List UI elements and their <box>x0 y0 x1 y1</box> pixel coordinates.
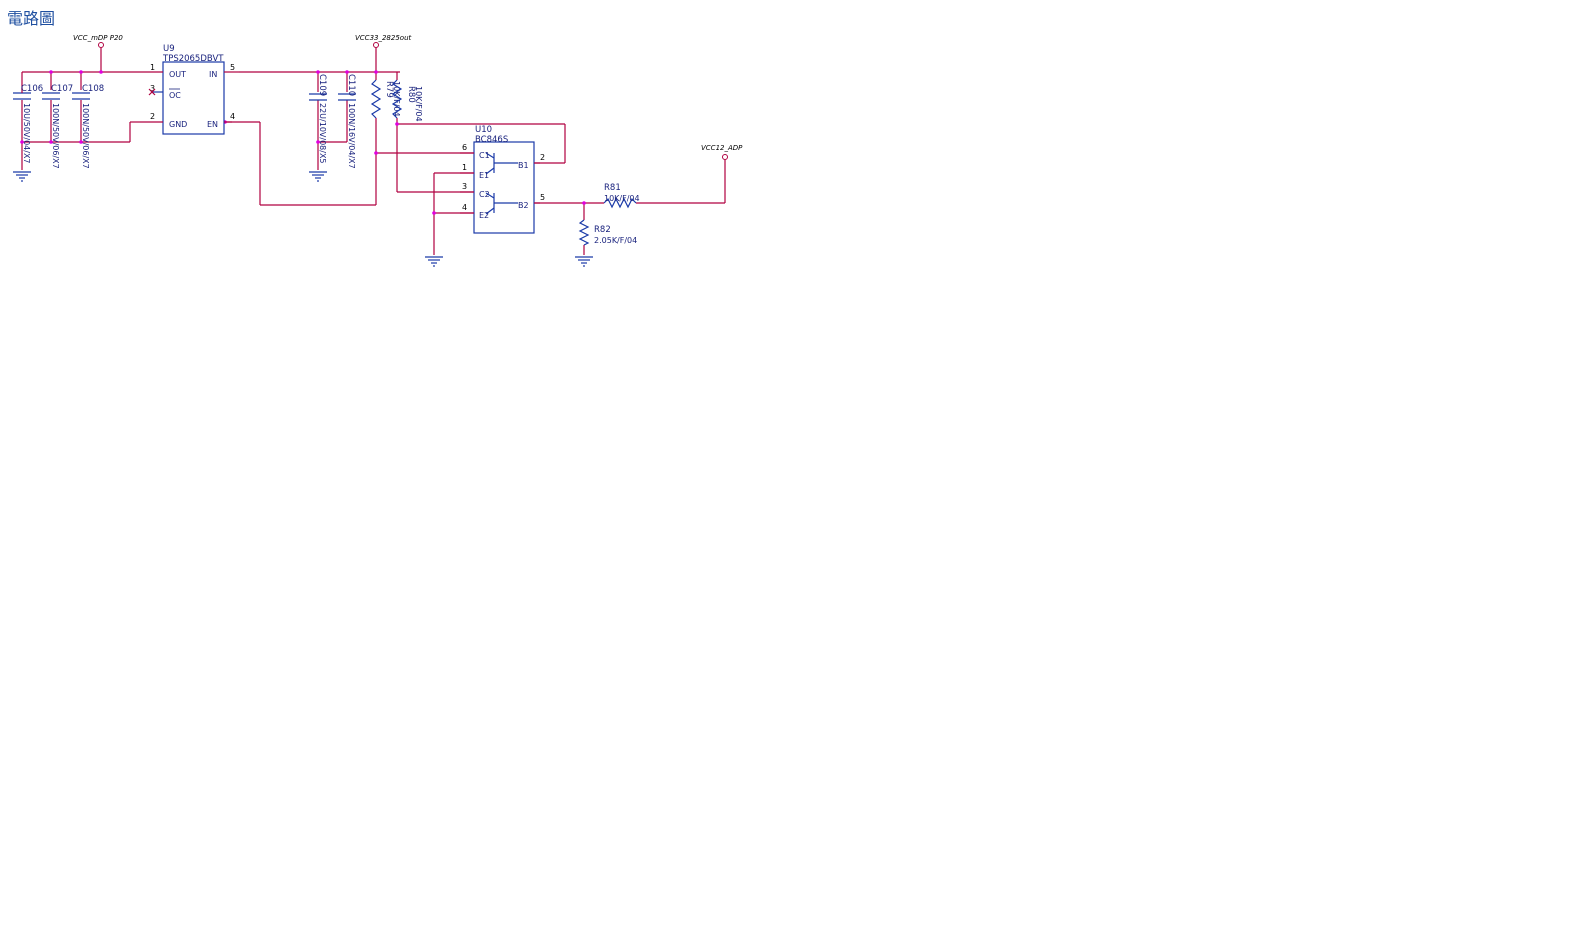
pin-number: 1 <box>150 63 155 72</box>
cap-value: 10U/50V/04/X7 <box>22 103 31 164</box>
ground-icon <box>425 256 443 267</box>
pin-label-e1: E1 <box>479 171 489 180</box>
resistor-ref: R81 <box>604 183 621 193</box>
cap-value: 100N/50V/06/X7 <box>51 103 60 169</box>
cap-value: 100N/50V/06/X7 <box>81 103 90 169</box>
u10-ref: U10 <box>475 125 492 135</box>
pin-number: 5 <box>230 63 235 72</box>
u10-transistor-pair: U10 BC846S C1 6 E1 1 C2 3 E2 4 B1 2 B2 5 <box>460 125 545 234</box>
pin-number: 2 <box>150 112 155 121</box>
pin-number: 3 <box>150 84 155 93</box>
net-label: VCC33_2825out <box>355 34 412 42</box>
resistor-value: 2.05K/F/04 <box>594 236 637 245</box>
capacitor-c107: C107 100N/50V/06/X7 <box>42 84 73 169</box>
net-port-vcc12: VCC12_ADP <box>701 144 743 160</box>
pin-label-oc: OC <box>169 91 181 100</box>
pin-label-c2: C2 <box>479 190 490 199</box>
resistor-value: 10K/F/04 <box>414 86 423 122</box>
resistor-ref: R82 <box>594 225 611 235</box>
pin-label-en: EN <box>207 120 218 129</box>
junction-dot <box>582 201 586 205</box>
no-connect-icon <box>148 88 156 96</box>
capacitor-c109: C109 22U/10V/08/X5 <box>309 74 327 164</box>
pin-number: 2 <box>540 153 545 162</box>
resistor-r82: R82 2.05K/F/04 <box>578 219 637 246</box>
cap-value: 22U/10V/08/X5 <box>318 103 327 164</box>
pin-label-c1: C1 <box>479 151 490 160</box>
junction-dot <box>316 140 320 144</box>
pin-label-e2: E2 <box>479 211 489 220</box>
pin-number: 5 <box>540 193 545 202</box>
pin-number: 4 <box>230 112 235 121</box>
u9-regulator: U9 TPS2065DBVT OUT 1 OC 3 GND 2 IN 5 EN … <box>140 44 239 135</box>
cap-ref: C108 <box>82 84 104 94</box>
cap-ref: C107 <box>51 84 73 94</box>
resistor-r79: R79 10K/F/04 <box>370 79 401 119</box>
junction-dot <box>374 70 378 74</box>
junction-dot <box>432 211 436 215</box>
pin-label-in: IN <box>209 70 217 79</box>
u10-part: BC846S <box>475 135 508 145</box>
ground-icon <box>575 256 593 267</box>
u9-part: TPS2065DBVT <box>162 54 224 64</box>
junction-dot <box>79 140 83 144</box>
pin-label-b2: B2 <box>518 201 529 210</box>
pin-label-b1: B1 <box>518 161 529 170</box>
pin-label-gnd: GND <box>169 120 187 129</box>
junction-dot <box>395 122 399 126</box>
junction-dot <box>345 70 349 74</box>
npn-transistor-icon <box>485 192 518 215</box>
resistor-value: 10K/F/04 <box>604 194 640 203</box>
ground-icon <box>13 171 31 182</box>
pin-number: 4 <box>462 203 467 212</box>
net-port-vcc33: VCC33_2825out <box>355 34 412 48</box>
resistor-r81: R81 10K/F/04 <box>603 183 640 209</box>
junction-dot <box>49 140 53 144</box>
ground-icon <box>309 171 327 182</box>
junction-dot <box>374 151 378 155</box>
pin-number: 6 <box>462 143 467 152</box>
cap-ref: C109 <box>317 74 327 96</box>
cap-ref: C110 <box>346 74 356 96</box>
resistor-r80: R80 10K/F/04 <box>391 79 423 122</box>
cap-ref: C106 <box>21 84 43 94</box>
net-label: VCC12_ADP <box>701 144 743 152</box>
pin-number: 1 <box>462 163 467 172</box>
capacitor-c110: C110 100N/16V/04/X7 <box>338 74 356 169</box>
resistor-value: 10K/F/04 <box>392 81 401 117</box>
junction-dot <box>99 70 103 74</box>
net-label: VCC_mDP P20 <box>73 34 123 42</box>
pin-number: 3 <box>462 182 467 191</box>
npn-transistor-icon <box>485 152 518 175</box>
net-port-vcc-mdp: VCC_mDP P20 <box>73 34 123 48</box>
capacitor-c108: C108 100N/50V/06/X7 <box>72 84 104 169</box>
resistor-ref: R80 <box>406 86 416 103</box>
junction-dot <box>79 70 83 74</box>
junction-dot <box>20 140 24 144</box>
junctions <box>20 70 586 215</box>
junction-dot <box>316 70 320 74</box>
cap-value: 100N/16V/04/X7 <box>347 103 356 169</box>
pin-label-out: OUT <box>169 70 186 79</box>
page-title: 電路圖 <box>7 9 56 28</box>
junction-dot <box>49 70 53 74</box>
capacitor-c106: C106 10U/50V/04/X7 <box>13 84 43 164</box>
resistor-ref: R79 <box>384 81 394 98</box>
u9-ref: U9 <box>163 44 175 54</box>
wires <box>21 48 726 255</box>
